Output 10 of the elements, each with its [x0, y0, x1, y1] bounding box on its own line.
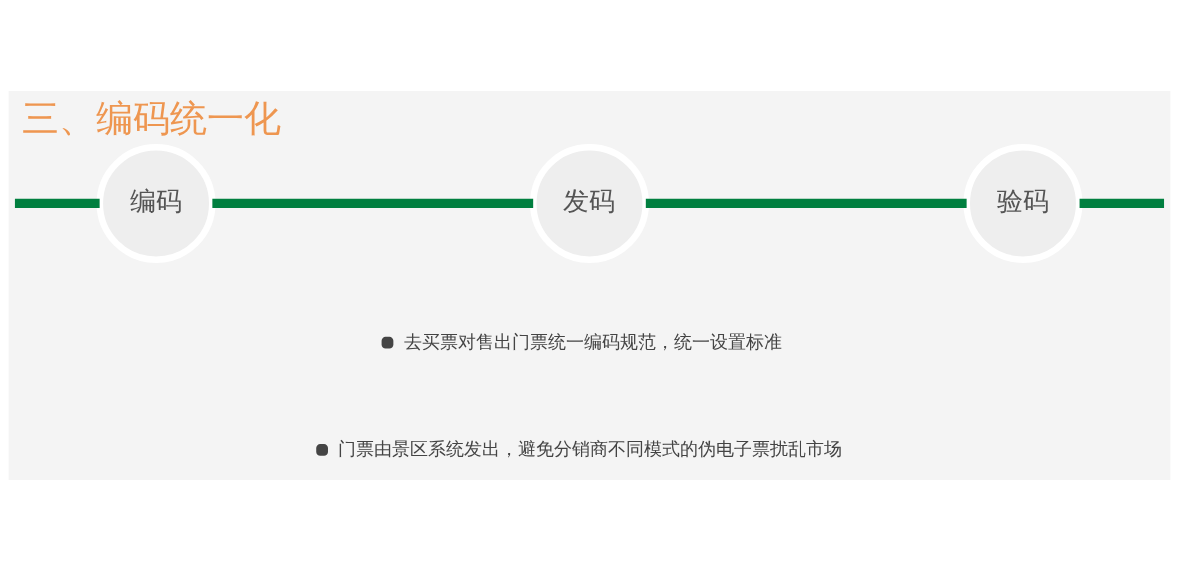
label: 门票由景区系统发出，避免分销商不同模式的伪电子票扰乱市场 — [338, 437, 843, 459]
node-circle: 发码 — [530, 143, 649, 263]
connector — [645, 198, 967, 209]
connector — [1079, 198, 1165, 209]
node-circle: 编码 — [96, 143, 216, 263]
node-circle: 验码 — [963, 143, 1083, 263]
label: 去买票对售出门票统一编码规范，统一设置标准 — [403, 330, 782, 352]
diagram-title: 三、编码统一化 — [22, 96, 282, 140]
connector — [14, 198, 100, 209]
connector — [212, 198, 534, 209]
